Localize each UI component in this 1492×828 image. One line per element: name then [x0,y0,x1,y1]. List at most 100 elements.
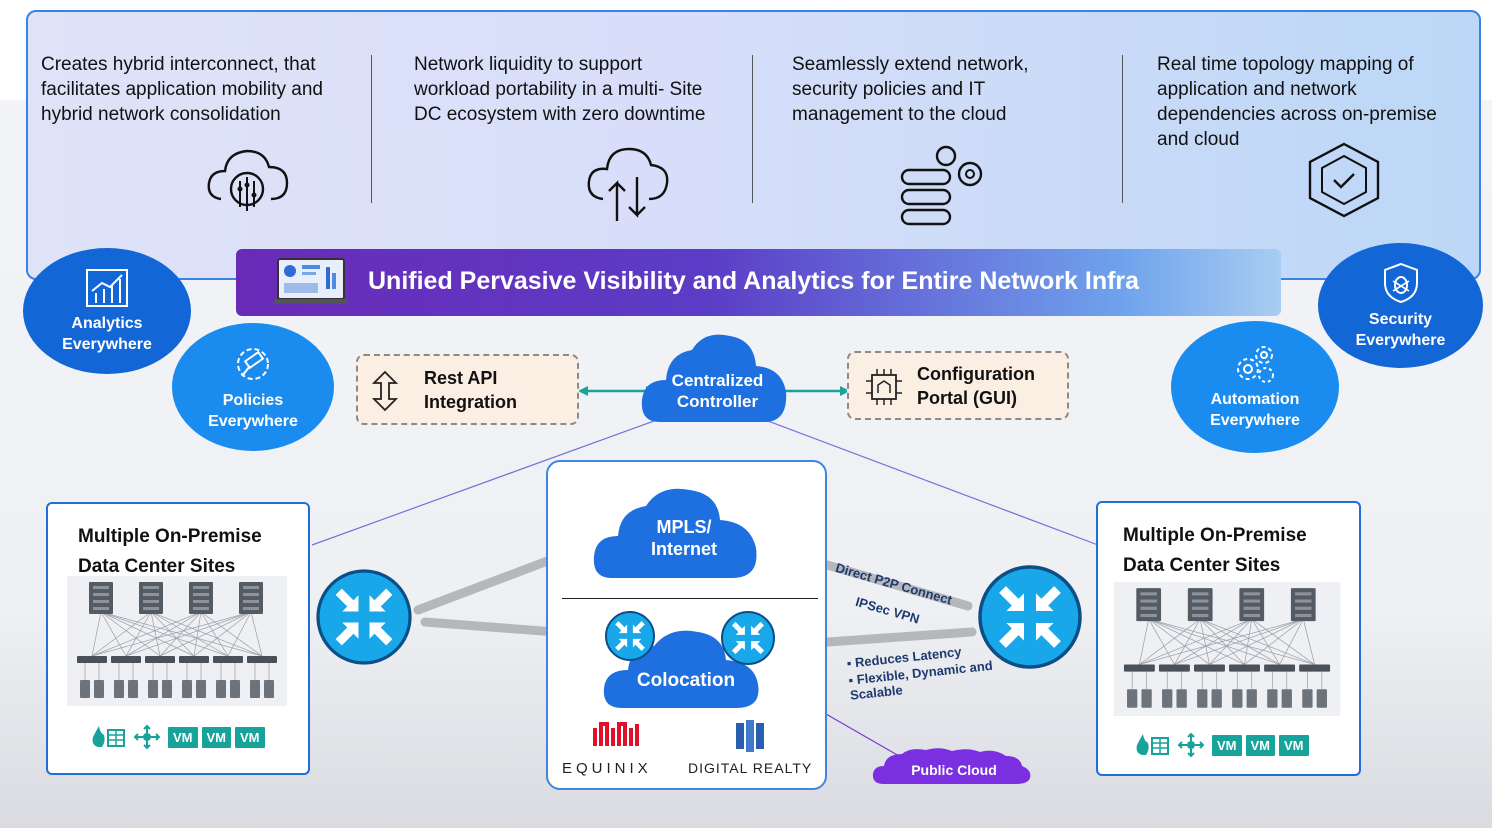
digital-realty-logo-icon [736,720,764,752]
leaf-switch-icon [1123,664,1155,672]
server-icon [1197,689,1208,708]
server-icon [216,680,226,698]
vm-badge: VM [1245,734,1275,756]
server-icon [1211,689,1222,708]
automation-label: Automation Everywhere [1210,391,1300,429]
leaf-switch-icon [247,656,277,663]
leaf-switch-icon [1299,664,1331,672]
feature-text-1: Creates hybrid interconnect, that facili… [41,54,323,125]
server-icon [94,680,104,698]
server-icon [1246,689,1257,708]
digital-realty-wordmark: DIGITAL REALTY [688,760,813,776]
server-icon [182,680,192,698]
server-icon [128,680,138,698]
server-icon [1232,689,1243,708]
config-portal-box: Configuration Portal (GUI) [847,351,1069,420]
server-icon [264,680,274,698]
leaf-switch-icon [1194,664,1225,672]
colo-divider [562,598,818,599]
server-icon [1281,689,1292,708]
security-bubble: Security Everywhere [1318,243,1483,368]
mpls-label: MPLS/ Internet [650,517,717,559]
server-icon [148,680,158,698]
leaf-switch-icon [145,656,175,663]
shield-bug-icon [1383,262,1418,303]
leaf-switch-icon [1158,664,1190,672]
spine-switch-icon [239,582,263,614]
controller-cloud [641,334,787,422]
policies-bubble: Policies Everywhere [172,323,334,451]
leaf-switch-icon [77,656,107,663]
circuit-chip-icon [866,369,902,405]
automation-bubble: Automation Everywhere [1171,321,1339,453]
feature-divider [371,55,372,203]
feature-divider [1122,55,1123,203]
policies-label: Policies Everywhere [208,392,298,430]
server-icon [196,680,206,698]
title-bar: Unified Pervasive Visibility and Analyti… [236,249,1281,316]
controller-link-right [759,417,1099,546]
vm-badge: VM [201,726,231,748]
config-portal-label: Configuration Portal (GUI) [917,364,1035,408]
rest-api-box: Rest API Integration [356,354,579,425]
dc-fabric-left [67,576,287,706]
spine-switch-icon [1187,588,1213,622]
spine-switch-icon [1136,588,1162,622]
spine-switch-icon [1239,588,1265,622]
server-icon [162,680,172,698]
server-icon [1176,689,1187,708]
leaf-switch-icon [1229,664,1260,672]
security-label: Security Everywhere [1355,310,1446,349]
up-down-arrow-icon [372,370,398,412]
analytics-label: Analytics Everywhere [62,315,152,353]
vm-badge: VM [235,726,265,748]
server-icon [1316,689,1327,708]
load-balancer-icon [133,724,161,750]
cloud-network-icon [207,149,289,211]
server-icon [1141,689,1152,708]
feature-text-3: Seamlessly extend network, security poli… [792,54,1029,125]
server-icon [80,680,90,698]
mpls-cloud [593,488,757,578]
leaf-switch-icon [1264,664,1296,672]
dashboard-monitor-icon [274,258,348,304]
analytics-chart-icon [86,269,128,307]
dc-fabric-right [1113,582,1341,716]
spine-switch-icon [189,582,213,614]
spine-switch-icon [89,582,113,614]
left-site-title: Multiple On-Premise Data Center Sites [78,526,262,577]
vm-badge: VM [1279,734,1309,756]
left-site-services: VM VM VM [90,724,269,750]
right-site-services: VM VM VM [1134,732,1313,758]
cloud-up-down-icon [587,147,669,221]
server-icon [1162,689,1173,708]
controller-link-left [311,416,666,546]
leaf-switch-icon [179,656,209,663]
main-title: Unified Pervasive Visibility and Analyti… [368,267,1140,295]
server-icon [230,680,240,698]
equinix-logo-icon [593,722,639,746]
firewall-icon [1136,734,1169,755]
cube-check-icon [1308,142,1380,218]
public-cloud-shape [872,748,1031,784]
feature-text-2: Network liquidity to support workload po… [414,54,706,125]
controller-label: Centralized Controller [671,371,764,411]
feature-divider [752,55,753,203]
firewall-icon [92,726,125,747]
public-cloud-label: Public Cloud [911,762,997,778]
colocation-label: Colocation [636,670,736,691]
load-balancer-icon [1177,732,1205,758]
server-icon [1127,689,1138,708]
rest-api-label: Rest API Integration [424,368,517,412]
server-icon [250,680,260,698]
leaf-switch-icon [111,656,141,663]
spine-switch-icon [139,582,163,614]
server-icon [114,680,124,698]
server-gear-icon [900,145,983,226]
colocation-cloud [603,630,759,708]
features-banner [26,10,1481,280]
gears-icon [1237,346,1274,383]
server-icon [1267,689,1278,708]
right-site-title: Multiple On-Premise Data Center Sites [1123,525,1307,576]
